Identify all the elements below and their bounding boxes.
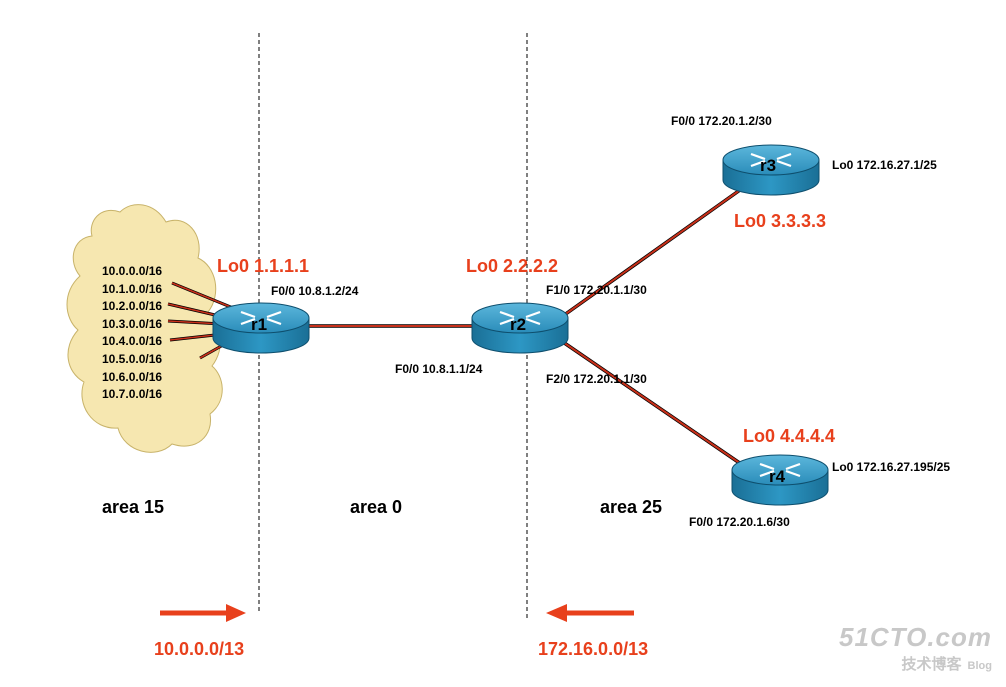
area-0-label: area 0 xyxy=(350,497,403,517)
r4-lo-ip-label: Lo0 172.16.27.195/25 xyxy=(832,460,951,474)
cloud-shape xyxy=(66,204,223,453)
router-r1[interactable] xyxy=(212,302,310,354)
cloud-network-item: 10.5.0.0/16 xyxy=(102,351,163,366)
cloud-network-item: 10.7.0.0/16 xyxy=(102,387,163,402)
r1-loopback-label: Lo0 1.1.1.1 xyxy=(217,256,310,276)
r2-loopback-label: Lo0 2.2.2.2 xyxy=(466,256,559,276)
watermark-site: 51CTO.com xyxy=(838,622,992,652)
watermark-sub: 技术博客 xyxy=(901,656,962,673)
router-arrows-icon xyxy=(750,152,792,168)
summary-left-label: 10.0.0.0/13 xyxy=(154,639,245,659)
link-r2-r3 xyxy=(558,188,742,320)
router-r3[interactable] xyxy=(722,144,820,196)
router-r4[interactable] xyxy=(731,454,829,506)
r3-f00-label: F0/0 172.20.1.2/30 xyxy=(671,114,772,128)
r4-loopback-label: Lo0 4.4.4.4 xyxy=(743,426,836,446)
router-r3-name: r3 xyxy=(760,156,777,175)
cloud-network-item: 10.1.0.0/16 xyxy=(102,281,163,296)
watermark-blog: Blog xyxy=(967,660,992,672)
cloud-network-list: 10.0.0.0/16 10.1.0.0/16 10.2.0.0/16 10.3… xyxy=(102,263,162,404)
watermark: 51CTO.com 技术博客 Blog xyxy=(839,622,992,674)
r2-f00-label: F0/0 10.8.1.1/24 xyxy=(395,362,483,376)
router-arrows-icon xyxy=(499,310,541,326)
router-r2-name: r2 xyxy=(510,315,527,334)
summary-right-label: 172.16.0.0/13 xyxy=(538,639,649,659)
cloud-network-item: 10.3.0.0/16 xyxy=(102,316,163,331)
r3-lo-ip-label: Lo0 172.16.27.1/25 xyxy=(832,158,937,172)
area-15-label: area 15 xyxy=(102,497,165,517)
cloud-network-item: 10.6.0.0/16 xyxy=(102,369,163,384)
cloud-network-item: 10.0.0.0/16 xyxy=(102,264,163,278)
router-arrows-icon xyxy=(759,462,801,478)
r3-loopback-label: Lo0 3.3.3.3 xyxy=(734,211,827,231)
router-r4-name: r4 xyxy=(769,467,786,486)
r2-f10-label: F1/0 172.20.1.1/30 xyxy=(546,283,647,297)
router-r2[interactable] xyxy=(471,302,569,354)
r2-f20-label: F2/0 172.20.1.1/30 xyxy=(546,372,647,386)
r4-f00-label: F0/0 172.20.1.6/30 xyxy=(689,515,790,529)
router-arrows-icon xyxy=(240,310,282,326)
r1-f00-label: F0/0 10.8.1.2/24 xyxy=(271,284,359,298)
summary-arrow-right-icon xyxy=(160,604,246,622)
area-25-label: area 25 xyxy=(600,497,663,517)
summary-arrow-left-icon xyxy=(546,604,634,622)
router-r1-name: r1 xyxy=(251,315,268,334)
cloud-network-item: 10.4.0.0/16 xyxy=(102,334,163,349)
cloud-network-item: 10.2.0.0/16 xyxy=(102,299,163,314)
link-r2-r4 xyxy=(559,338,745,468)
